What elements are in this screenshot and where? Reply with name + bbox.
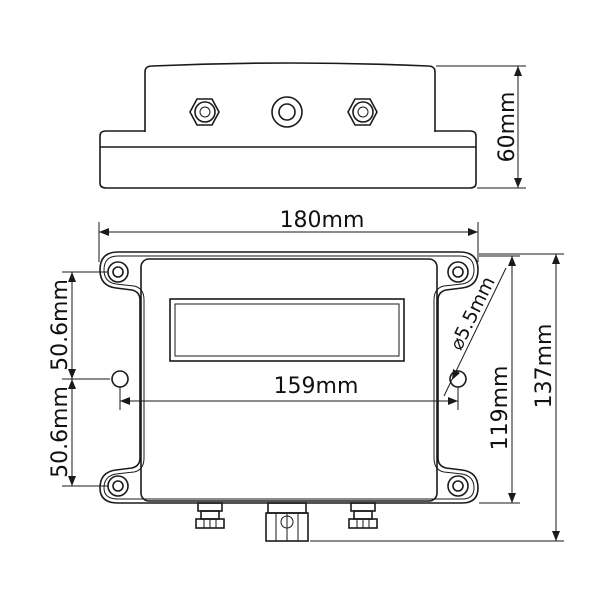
- mounting-hole-top-left: [107, 261, 129, 283]
- dimension-overall-height: 137mm: [310, 253, 564, 542]
- side-view-lid: [144, 62, 436, 132]
- mounting-hole-top-right: [447, 261, 469, 283]
- mounting-plate-inner: [103, 255, 475, 500]
- display-window: [169, 298, 405, 362]
- mounting-plate: [99, 251, 479, 504]
- cable-gland-hex-left: [189, 98, 220, 126]
- label-width-overall: 180mm: [280, 208, 365, 233]
- cable-gland-round-center: [271, 96, 303, 128]
- display-window-inner: [174, 303, 400, 357]
- dimension-hole-span: 159mm: [119, 374, 459, 410]
- label-hole-pitch-lower: 50.6mm: [48, 386, 73, 478]
- cable-gland-hex-right: [347, 98, 378, 126]
- front-view: 180mm: [48, 208, 564, 542]
- dimension-width-overall: 180mm: [98, 208, 479, 262]
- label-overall-height: 137mm: [532, 324, 557, 409]
- side-view-flange: [99, 130, 477, 147]
- connector-left: [195, 502, 225, 529]
- label-hole-pitch-upper: 50.6mm: [48, 279, 73, 371]
- dimension-body-height: 119mm: [479, 255, 520, 504]
- front-body: [140, 258, 438, 502]
- dimension-height-top: 60mm: [436, 65, 526, 189]
- connector-right: [348, 502, 378, 529]
- mounting-hole-bottom-right: [447, 475, 469, 497]
- label-body-height: 119mm: [488, 366, 513, 451]
- side-view-base: [99, 147, 477, 189]
- label-height-top: 60mm: [495, 92, 520, 163]
- label-hole-span: 159mm: [274, 374, 359, 399]
- side-view: 60mm: [99, 62, 526, 189]
- connector-center: [265, 502, 309, 542]
- mounting-hole-bottom-left: [107, 475, 129, 497]
- dimension-hole-pitch: 50.6mm 50.6mm: [48, 271, 110, 487]
- mounting-hole-middle-left: [111, 370, 129, 388]
